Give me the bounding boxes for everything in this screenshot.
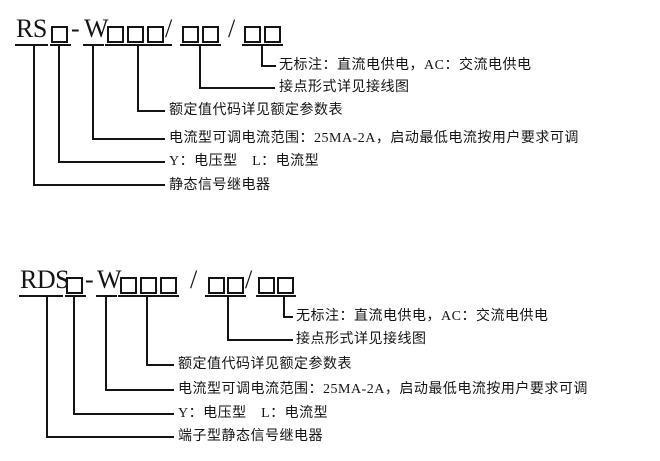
connector-line: [199, 44, 201, 89]
code-box: [120, 277, 137, 294]
connector-line: [46, 295, 48, 438]
label-device-name: 端子型静态信号继电器: [178, 429, 323, 444]
model-code-dash: -: [71, 14, 80, 43]
model-code-dash: -: [85, 265, 94, 294]
label-contact-form: 接点形式详见接线图: [279, 80, 410, 95]
connector-line: [146, 364, 174, 366]
label-device-name: 静态信号继电器: [169, 178, 271, 193]
code-box: [160, 277, 177, 294]
code-box: [264, 26, 281, 43]
label-current-range: 电流型可调电流范围：25MA-2A，启动最低电流按用户要求可调: [169, 131, 579, 146]
code-underline: [65, 295, 86, 297]
connector-line: [92, 138, 165, 140]
code-underline: [15, 44, 48, 46]
connector-line: [105, 389, 174, 391]
connector-line: [33, 184, 165, 186]
code-slash: /: [165, 14, 172, 43]
connector-line: [58, 44, 60, 163]
connector-line: [199, 87, 275, 89]
code-underline: [19, 295, 63, 297]
connector-line: [46, 436, 174, 438]
label-current-range: 电流型可调电流范围：25MA-2A，启动最低电流按用户要求可调: [178, 382, 588, 397]
connector-line: [105, 295, 107, 391]
code-box: [51, 26, 68, 43]
connector-line: [137, 44, 139, 112]
connector-line: [73, 413, 174, 415]
code-box: [127, 26, 144, 43]
connector-line: [58, 161, 165, 163]
label-type-code: Y：电压型 L：电流型: [178, 406, 329, 421]
model-code-letter-w: W: [97, 265, 122, 294]
label-rated-code: 额定值代码详见额定参数表: [169, 103, 343, 118]
label-power-supply: 无标注：直流电供电，AC：交流电供电: [296, 309, 549, 324]
connector-line: [283, 295, 285, 318]
model-code-prefix: RDS: [20, 265, 70, 294]
code-box: [66, 277, 83, 294]
code-box: [140, 277, 157, 294]
label-power-supply: 无标注：直流电供电，AC：交流电供电: [279, 58, 532, 73]
code-box: [227, 277, 244, 294]
code-box: [208, 277, 225, 294]
code-box: [258, 277, 275, 294]
label-contact-form: 接点形式详见接线图: [296, 332, 427, 347]
model-code-prefix: RS: [16, 14, 47, 43]
code-box: [147, 26, 164, 43]
connector-line: [227, 339, 293, 341]
code-slash: /: [228, 14, 235, 43]
code-underline: [50, 44, 71, 46]
connector-line: [261, 65, 276, 67]
connector-line: [146, 295, 148, 366]
connector-line: [261, 44, 263, 67]
code-slash: /: [190, 265, 197, 294]
code-box: [277, 277, 294, 294]
code-box: [244, 26, 261, 43]
connector-line: [283, 316, 293, 318]
code-slash: /: [245, 265, 252, 294]
connector-line: [33, 44, 35, 186]
model-code-letter-w: W: [84, 14, 109, 43]
code-underline: [205, 295, 246, 297]
connector-line: [227, 295, 229, 341]
connector-line: [137, 110, 165, 112]
code-box: [182, 26, 199, 43]
code-box: [202, 26, 219, 43]
connector-line: [73, 295, 75, 415]
label-rated-code: 额定值代码详见额定参数表: [178, 357, 352, 372]
code-underline: [118, 295, 179, 297]
connector-line: [92, 44, 94, 140]
label-type-code: Y：电压型 L：电流型: [169, 154, 320, 169]
code-box: [107, 26, 124, 43]
code-underline: [256, 295, 296, 297]
